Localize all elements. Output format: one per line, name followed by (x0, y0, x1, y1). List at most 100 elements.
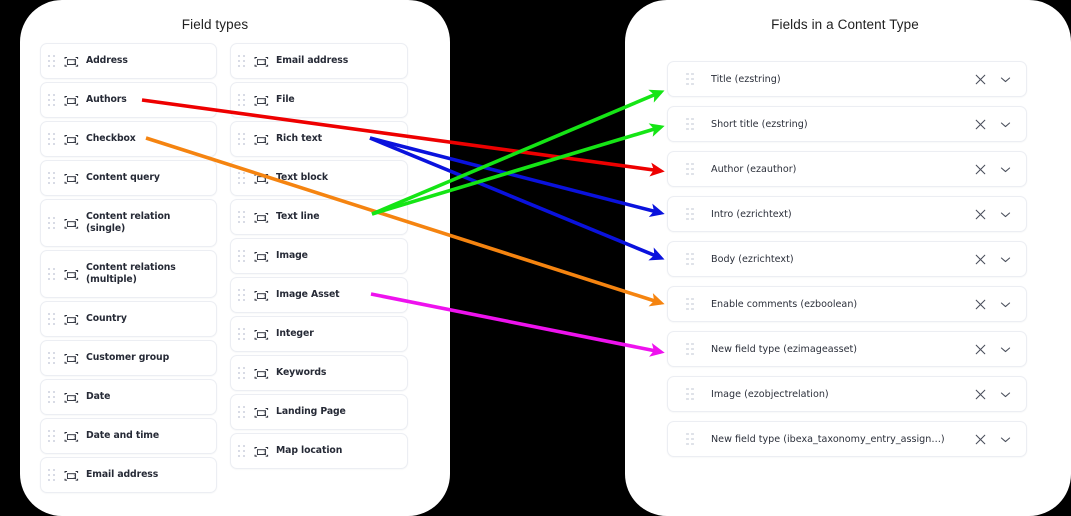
remove-field-button[interactable] (974, 253, 987, 266)
expand-field-button[interactable] (999, 433, 1012, 446)
remove-field-button[interactable] (974, 343, 987, 356)
drag-handle-icon[interactable] (238, 210, 247, 224)
field-type-card[interactable]: Keywords (230, 355, 408, 391)
drag-handle-icon[interactable] (238, 249, 247, 263)
field-type-card[interactable]: Address (40, 43, 217, 79)
field-type-card[interactable]: Authors (40, 82, 217, 118)
chevron-down-icon[interactable] (999, 253, 1012, 266)
close-icon[interactable] (974, 298, 987, 311)
field-type-card[interactable]: Content relation (single) (40, 199, 217, 247)
drag-handle-icon[interactable] (686, 117, 695, 131)
drag-handle-icon[interactable] (48, 93, 57, 107)
content-type-field-row[interactable]: Intro (ezrichtext) (667, 196, 1027, 232)
drag-handle-icon[interactable] (48, 312, 57, 326)
drag-handle-icon[interactable] (238, 405, 247, 419)
drag-handle-icon[interactable] (238, 54, 247, 68)
expand-field-button[interactable] (999, 343, 1012, 356)
field-type-card[interactable]: Date (40, 379, 217, 415)
drag-handle-icon[interactable] (686, 387, 695, 401)
field-type-card[interactable]: Text line (230, 199, 408, 235)
close-icon[interactable] (974, 388, 987, 401)
drag-handle-icon[interactable] (686, 162, 695, 176)
drag-handle-icon[interactable] (48, 351, 57, 365)
field-type-card[interactable]: Image (230, 238, 408, 274)
field-type-card[interactable]: Email address (230, 43, 408, 79)
drag-handle-icon[interactable] (686, 72, 695, 86)
drag-handle-icon[interactable] (48, 171, 57, 185)
remove-field-button[interactable] (974, 118, 987, 131)
content-type-field-row[interactable]: Image (ezobjectrelation) (667, 376, 1027, 412)
content-type-field-row[interactable]: Short title (ezstring) (667, 106, 1027, 142)
close-icon[interactable] (974, 433, 987, 446)
chevron-down-icon[interactable] (999, 118, 1012, 131)
field-type-card[interactable]: Text block (230, 160, 408, 196)
remove-field-button[interactable] (974, 433, 987, 446)
content-type-field-row[interactable]: Enable comments (ezboolean) (667, 286, 1027, 322)
field-type-card[interactable]: Email address (40, 457, 217, 493)
field-type-card[interactable]: Country (40, 301, 217, 337)
field-type-card[interactable]: Checkbox (40, 121, 217, 157)
expand-field-button[interactable] (999, 298, 1012, 311)
drag-handle-icon[interactable] (48, 216, 57, 230)
close-icon[interactable] (974, 208, 987, 221)
expand-field-button[interactable] (999, 118, 1012, 131)
close-icon[interactable] (974, 73, 987, 86)
close-icon[interactable] (974, 343, 987, 356)
remove-field-button[interactable] (974, 298, 987, 311)
field-type-card[interactable]: Date and time (40, 418, 217, 454)
content-type-field-row[interactable]: New field type (ezimageasset) (667, 331, 1027, 367)
drag-handle-icon[interactable] (238, 327, 247, 341)
field-type-card[interactable]: Landing Page (230, 394, 408, 430)
drag-handle-icon[interactable] (686, 207, 695, 221)
field-type-icon (254, 94, 269, 106)
chevron-down-icon[interactable] (999, 163, 1012, 176)
field-type-card[interactable]: Rich text (230, 121, 408, 157)
close-icon[interactable] (974, 163, 987, 176)
expand-field-button[interactable] (999, 163, 1012, 176)
content-type-field-row[interactable]: Title (ezstring) (667, 61, 1027, 97)
chevron-down-icon[interactable] (999, 298, 1012, 311)
content-type-field-row[interactable]: Body (ezrichtext) (667, 241, 1027, 277)
chevron-down-icon[interactable] (999, 388, 1012, 401)
drag-handle-icon[interactable] (238, 171, 247, 185)
expand-field-button[interactable] (999, 253, 1012, 266)
drag-handle-icon[interactable] (686, 252, 695, 266)
close-icon[interactable] (974, 118, 987, 131)
drag-handle-icon[interactable] (238, 93, 247, 107)
field-type-icon (64, 269, 79, 280)
field-type-card[interactable]: Image Asset (230, 277, 408, 313)
drag-handle-icon[interactable] (48, 132, 57, 146)
field-type-card[interactable]: Content query (40, 160, 217, 196)
field-type-card[interactable]: Map location (230, 433, 408, 469)
remove-field-button[interactable] (974, 388, 987, 401)
remove-field-button[interactable] (974, 163, 987, 176)
field-type-card[interactable]: Integer (230, 316, 408, 352)
content-type-field-row[interactable]: New field type (ibexa_taxonomy_entry_ass… (667, 421, 1027, 457)
chevron-down-icon[interactable] (999, 73, 1012, 86)
content-type-field-row[interactable]: Author (ezauthor) (667, 151, 1027, 187)
close-icon[interactable] (974, 253, 987, 266)
drag-handle-icon[interactable] (686, 432, 695, 446)
chevron-down-icon[interactable] (999, 343, 1012, 356)
remove-field-button[interactable] (974, 73, 987, 86)
field-type-card[interactable]: File (230, 82, 408, 118)
field-type-card[interactable]: Customer group (40, 340, 217, 376)
drag-handle-icon[interactable] (238, 366, 247, 380)
drag-handle-icon[interactable] (48, 429, 57, 443)
drag-handle-icon[interactable] (48, 267, 57, 281)
expand-field-button[interactable] (999, 208, 1012, 221)
field-type-card[interactable]: Content relations (multiple) (40, 250, 217, 298)
remove-field-button[interactable] (974, 208, 987, 221)
drag-handle-icon[interactable] (686, 297, 695, 311)
drag-handle-icon[interactable] (238, 132, 247, 146)
drag-handle-icon[interactable] (48, 390, 57, 404)
drag-handle-icon[interactable] (48, 54, 57, 68)
expand-field-button[interactable] (999, 388, 1012, 401)
expand-field-button[interactable] (999, 73, 1012, 86)
drag-handle-icon[interactable] (48, 468, 57, 482)
drag-handle-icon[interactable] (686, 342, 695, 356)
drag-handle-icon[interactable] (238, 444, 247, 458)
drag-handle-icon[interactable] (238, 288, 247, 302)
chevron-down-icon[interactable] (999, 433, 1012, 446)
chevron-down-icon[interactable] (999, 208, 1012, 221)
